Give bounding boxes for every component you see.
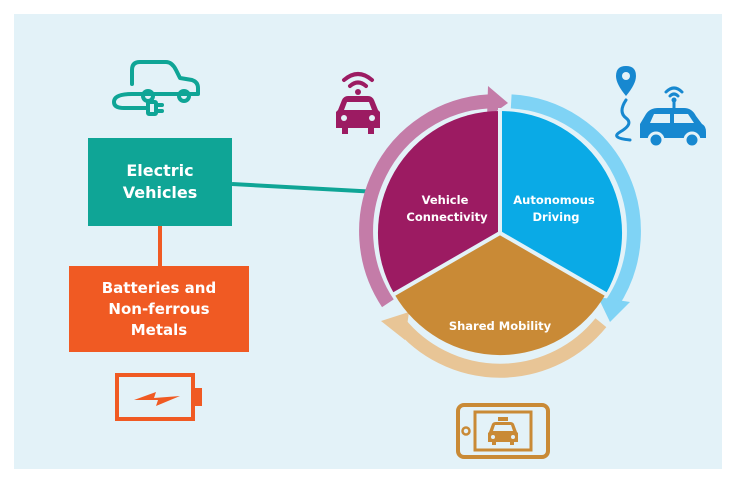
- autonomous-arrow: [510, 94, 641, 308]
- sector-divider: [390, 231, 501, 298]
- ev-to-battery-connector: [158, 226, 162, 266]
- autonomous-label-line1: Autonomous: [513, 193, 595, 207]
- battery-charging-icon: [115, 373, 202, 421]
- electric-plug-car-icon: [112, 60, 200, 116]
- connectivity-label-line2: Connectivity: [406, 210, 488, 224]
- electric-vehicles-box: Electric Vehicles: [88, 138, 232, 226]
- sector-autonomous-driving: [500, 110, 623, 294]
- shared-arrow: [393, 318, 607, 378]
- electric-vehicles-label: Electric Vehicles: [122, 160, 198, 202]
- sector-divider: [499, 231, 610, 298]
- connectivity-arrow: [359, 94, 490, 308]
- batteries-label: Batteries and Non-ferrous Metals: [101, 278, 217, 339]
- connectivity-arrowhead: [487, 86, 508, 118]
- batteries-box: Batteries and Non-ferrous Metals: [69, 266, 249, 352]
- autonomous-label-line2: Driving: [532, 210, 579, 224]
- svg-text:Autonomous Driving: Autonomous Driving: [513, 193, 599, 224]
- shared-arrowhead: [381, 312, 409, 340]
- ev-to-connectivity-connector: [231, 182, 379, 194]
- ride-hailing-phone-icon: [456, 403, 550, 459]
- autonomous-arrowhead: [598, 297, 630, 322]
- shared-mobility-label: Shared Mobility: [449, 319, 552, 333]
- sector-vehicle-connectivity: [377, 110, 500, 294]
- svg-text:Vehicle Connectivity: Vehicle Connectivity: [406, 193, 488, 224]
- connected-car-icon: [336, 72, 380, 134]
- svg-text:Shared Mobility: Shared Mobility: [449, 319, 552, 333]
- autonomous-car-location-icon: [615, 66, 706, 149]
- connectivity-label-line1: Vehicle: [422, 193, 469, 207]
